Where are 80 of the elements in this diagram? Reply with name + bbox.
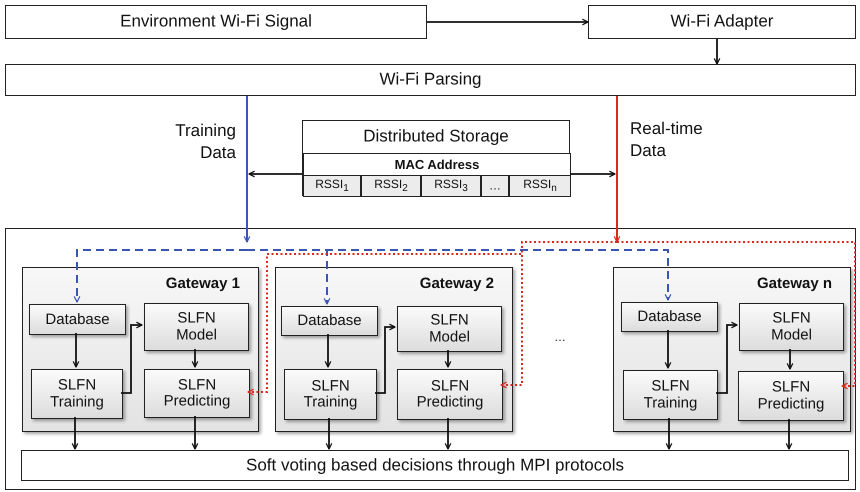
- gateway-panel: [275, 267, 513, 432]
- box-label: Database: [636, 308, 703, 326]
- cell-text: RSSI$_{2}$: [373, 178, 409, 194]
- arrow: [444, 418, 452, 450]
- container-box: [5, 228, 856, 490]
- box-label: SLFN Model: [428, 312, 471, 346]
- cell-text: …: [488, 179, 502, 193]
- box-label: SLFN Training: [49, 378, 105, 410]
- box-label: SLFN Predicting: [162, 377, 232, 410]
- process-box: [623, 370, 718, 420]
- process-box: [144, 303, 249, 351]
- arrow: [121, 322, 143, 394]
- arrow: [247, 249, 672, 301]
- process-box: [5, 64, 856, 96]
- table-cell: [303, 175, 361, 197]
- arrow: [192, 349, 198, 368]
- box-label: Environment Wi-Fi Signal: [119, 12, 313, 32]
- process-box: [621, 302, 718, 332]
- arrow: [617, 241, 856, 390]
- cell-text: RSSI$_{n}$: [522, 178, 558, 194]
- process-box: [31, 369, 123, 419]
- arrow: [714, 39, 720, 65]
- arrow: [716, 322, 738, 394]
- process-box: [144, 369, 250, 418]
- box-label: Database: [296, 312, 363, 330]
- arrow: [444, 350, 452, 368]
- box-label: Wi-Fi Parsing: [378, 70, 482, 90]
- arrow: [570, 170, 616, 178]
- column-header: MAC Address: [394, 157, 480, 172]
- process-box: [588, 5, 856, 39]
- process-box: [397, 369, 503, 420]
- arrow: [244, 96, 250, 243]
- arrow: [326, 418, 332, 450]
- arrow: [664, 330, 672, 369]
- data-label: Real-time Data: [630, 118, 704, 162]
- arrow: [192, 416, 198, 450]
- arrow: [72, 333, 80, 368]
- arrow: [324, 334, 332, 368]
- arrow: [666, 418, 672, 450]
- arrow: [786, 419, 792, 450]
- process-box: [284, 369, 377, 420]
- arrow: [74, 249, 247, 303]
- gateway-panel: [613, 267, 851, 432]
- storage-table: [302, 120, 570, 196]
- ellipsis-text: …: [553, 330, 567, 346]
- table-title: Distributed Storage: [362, 128, 510, 146]
- process-box: [738, 371, 844, 421]
- table-cell: [421, 175, 481, 197]
- process-box: [739, 303, 844, 351]
- box-label: SLFN Training: [642, 378, 698, 412]
- arrow: [375, 324, 396, 394]
- panel-title: Gateway 2: [420, 276, 494, 292]
- table-cell: [361, 175, 421, 197]
- cell-text: RSSI$_{1}$: [314, 178, 350, 194]
- table-cell: [509, 175, 571, 197]
- box-label: SLFN Predicting: [756, 380, 826, 412]
- process-box: [21, 450, 849, 481]
- box-label: Soft voting based decisions through MPI protocols: [245, 456, 625, 475]
- box-label: SLFN Model: [770, 310, 813, 344]
- panel-title: Gateway 1: [166, 276, 240, 292]
- box-label: SLFN Training: [302, 378, 358, 411]
- process-box: [281, 306, 378, 336]
- arrow: [427, 18, 589, 26]
- process-box: [5, 5, 427, 39]
- table-cell: [481, 175, 509, 197]
- process-box: [29, 304, 126, 335]
- box-label: Database: [44, 311, 111, 328]
- arrow: [786, 349, 794, 370]
- panel-title: Gateway n: [756, 276, 832, 292]
- arrow: [614, 96, 620, 243]
- box-label: Wi-Fi Adapter: [670, 12, 774, 32]
- box-label: SLFN Predicting: [416, 378, 484, 411]
- table-header-row: [303, 153, 571, 175]
- data-label: Training Data: [174, 120, 236, 164]
- gateway-panel: [22, 267, 259, 432]
- arrow: [72, 417, 78, 450]
- arrow: [248, 170, 302, 178]
- box-label: SLFN Model: [175, 310, 218, 344]
- cell-text: RSSI$_{3}$: [433, 178, 469, 194]
- process-box: [397, 306, 502, 352]
